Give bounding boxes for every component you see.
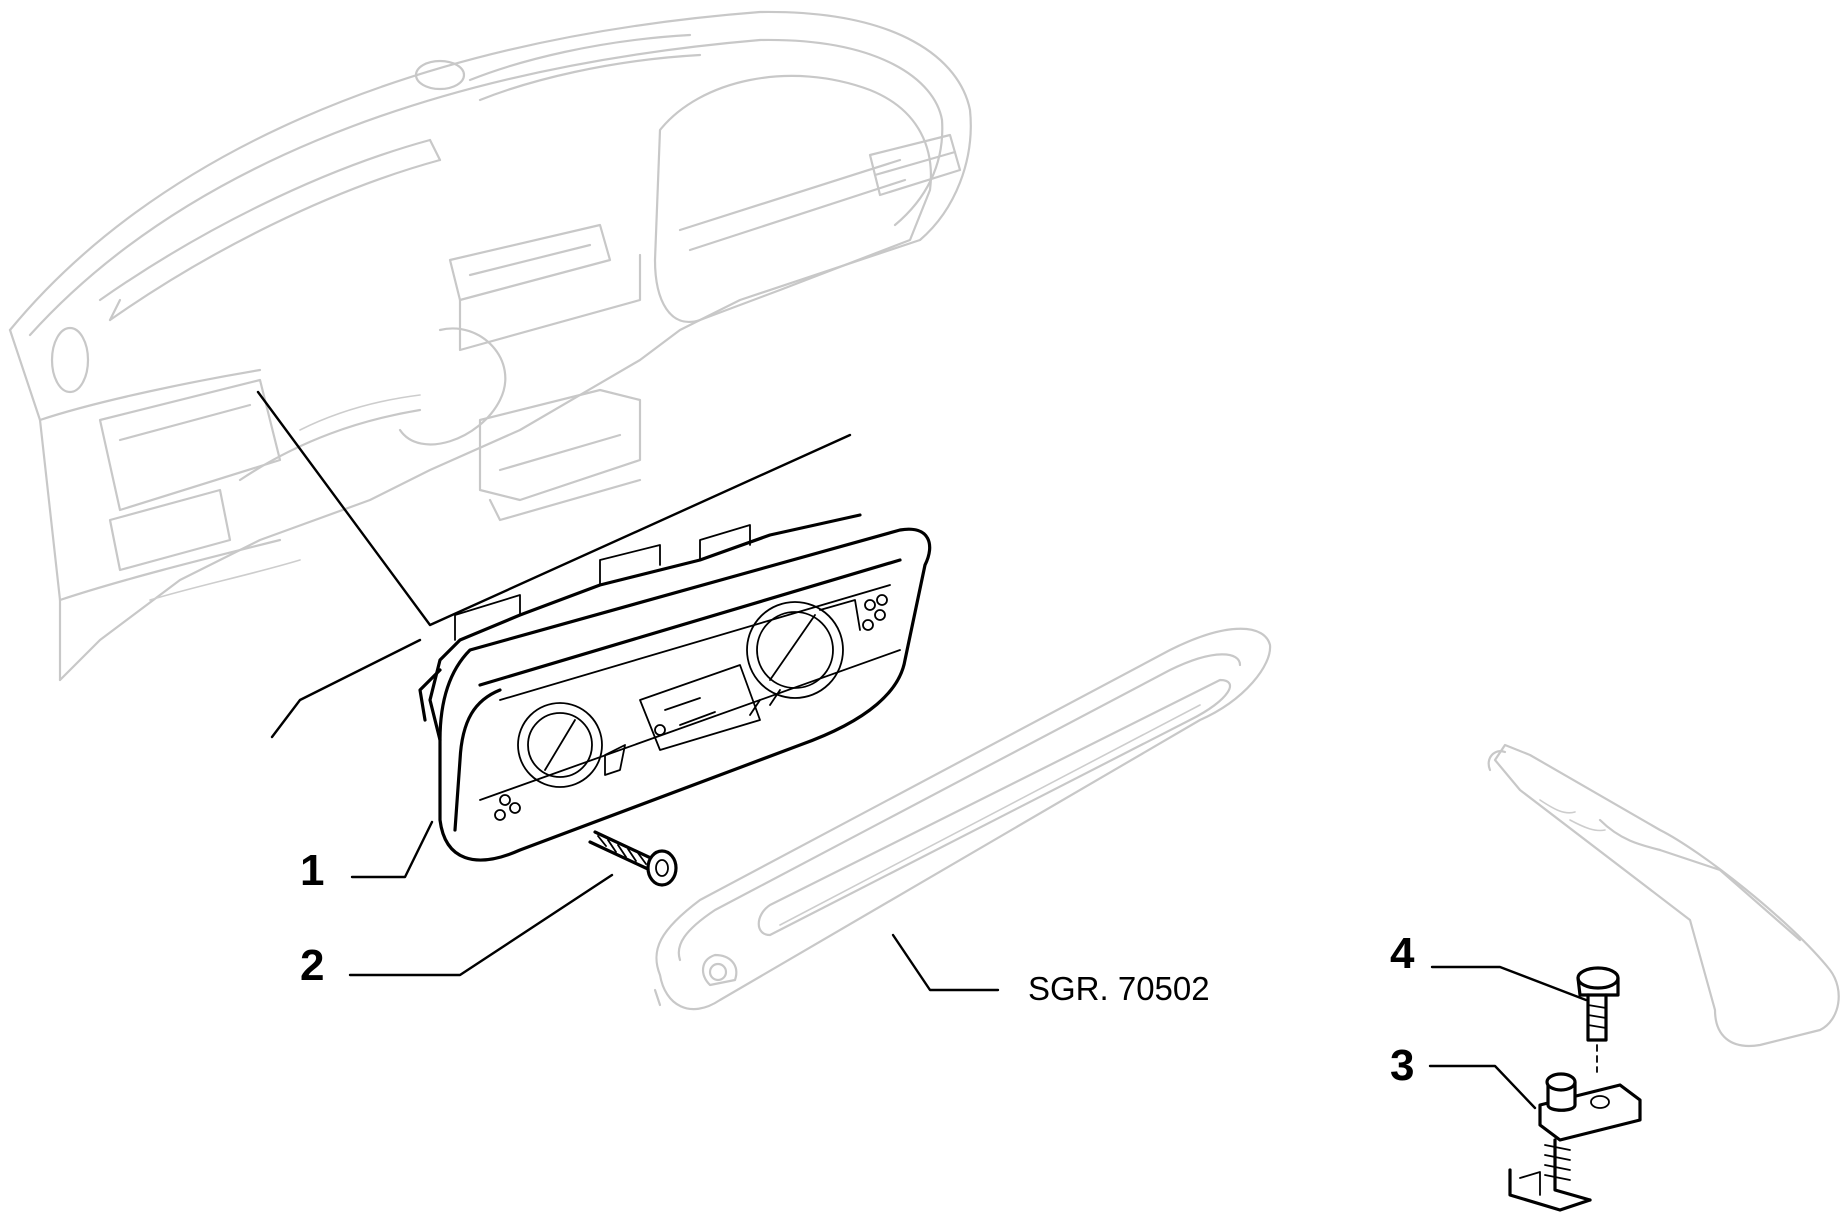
callout-2-leader [348,873,614,977]
callout-1-leader [350,820,434,879]
dashboard-outline [8,10,972,682]
reference-label: SGR. 70502 [1028,970,1210,1007]
dashboard-leader [256,390,852,627]
instrument-cluster [418,513,932,862]
bracket-switch [1508,1072,1642,1212]
callout-4-leader [1430,965,1588,1002]
reference-leader [891,933,1000,992]
callout-4-label: 4 [1390,929,1415,978]
callout-3-leader [1428,1064,1537,1110]
dashboard-leader-lower [270,638,422,739]
callout-1-label: 1 [300,846,324,895]
handbrake-lever [1487,743,1840,1048]
bolt [1576,966,1620,1073]
callout-3-label: 3 [1390,1041,1414,1090]
callout-2-label: 2 [300,941,324,990]
trim-bezel [653,627,1272,1011]
screw [588,830,678,887]
